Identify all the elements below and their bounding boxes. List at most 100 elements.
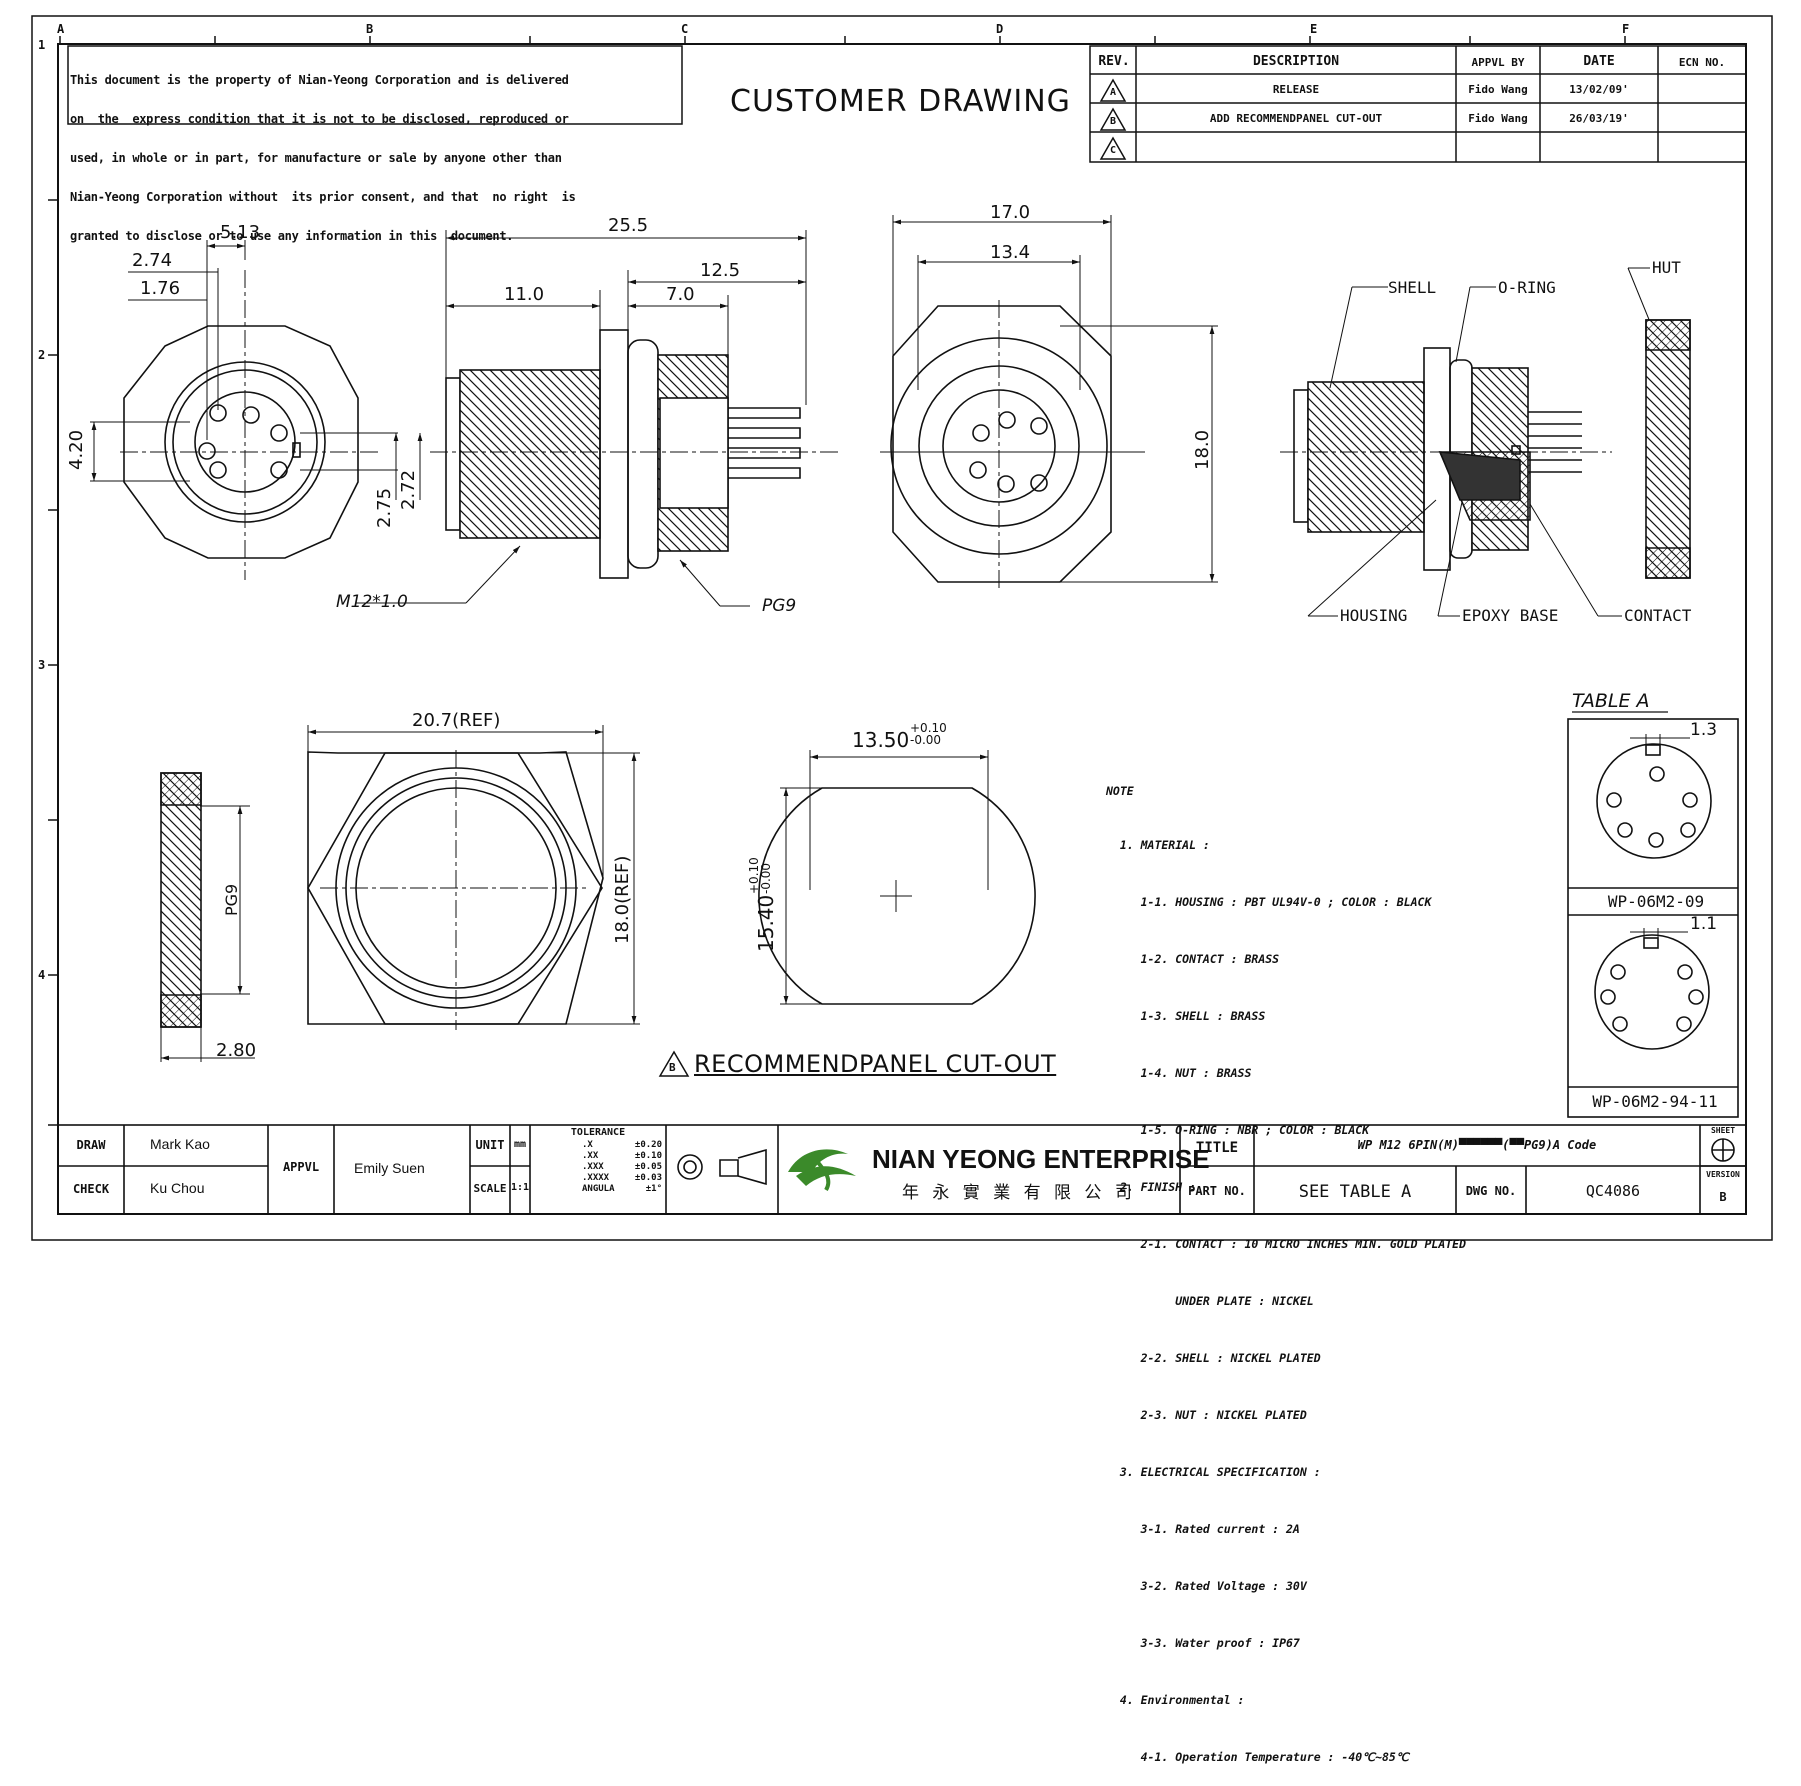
legal-line: on the express condition that it is not … (70, 112, 569, 126)
dim-cutout-height: 15.40+0.10-0.00 (747, 857, 778, 952)
thread-label: M12*1.0 (336, 592, 408, 612)
tolerance-key: .XXXX (582, 1173, 610, 1183)
cutout-view (658, 750, 1036, 1077)
sheet-label: SHEET (1710, 1126, 1736, 1135)
tolerance-key: ANGULA (582, 1184, 615, 1194)
label-housing: HOUSING (1340, 606, 1408, 625)
nut-pg9-label: PG9 (222, 883, 241, 916)
legal-box (67, 45, 683, 125)
dim-rear-18-0: 18.0 (1192, 429, 1213, 470)
rev-header-appvl: APPVL BY (1471, 56, 1525, 69)
tolerance-key: .X (582, 1140, 593, 1150)
grid-column-c: C (681, 22, 689, 36)
note-line: 4-1. Operation Temperature : -40℃~85℃ (1106, 1750, 1409, 1764)
rear-view (880, 215, 1218, 590)
label-epoxy: EPOXY BASE (1462, 606, 1559, 625)
tolerance-value: ±0.03 (634, 1173, 662, 1183)
dim-front-2-75: 2.75 (374, 487, 395, 528)
dim-rear-13-4: 13.4 (990, 242, 1031, 263)
rev-header-date: DATE (1583, 54, 1615, 69)
nut-side-view (160, 772, 255, 1062)
draw-label: DRAW (76, 1138, 106, 1152)
note-line: 1-1. HOUSING : PBT UL94V-0 ; COLOR : BLA… (1106, 895, 1432, 909)
tolerance-row: ANGULA ±1° (582, 1184, 662, 1195)
legal-notice: This document is the property of Nian-Ye… (70, 48, 576, 256)
grid-column-d: D (996, 22, 1004, 36)
cutout-rev-mark: B (669, 1061, 676, 1074)
table-a-dim: 1.3 (1690, 720, 1718, 740)
grid-column-b: B (366, 22, 374, 36)
unit-label: UNIT (475, 1138, 505, 1152)
dim-side-25-5: 25.5 (608, 215, 649, 236)
legal-line: Nian-Yeong Corporation without its prior… (70, 190, 576, 204)
notes-heading: NOTE (1106, 784, 1134, 798)
company-logo (788, 1149, 856, 1192)
table-a-title: TABLE A (1572, 690, 1650, 712)
rev-appvl: Fido Wang (1468, 112, 1528, 125)
draw-value: Mark Kao (150, 1136, 210, 1152)
note-line: 1-5. O-RING : NBR ; COLOR : BLACK (1106, 1123, 1370, 1137)
tolerance-value: ±0.05 (634, 1162, 662, 1172)
rev-mark: C (1109, 145, 1117, 156)
check-label: CHECK (72, 1182, 110, 1196)
grid-row-1: 1 (38, 38, 46, 52)
rev-description: RELEASE (1272, 83, 1320, 96)
tolerance-key: .XXX (582, 1162, 604, 1172)
company-name-en: NIAN YEONG ENTERPRISE (872, 1144, 1210, 1174)
grid-row-4: 4 (38, 968, 46, 982)
note-line: 4. Environmental : (1106, 1693, 1245, 1707)
table-a-part: WP-06M2-94-11 (1592, 1092, 1718, 1111)
part-value: SEE TABLE A (1298, 1182, 1412, 1202)
label-contact: CONTACT (1624, 606, 1692, 625)
tolerance-value: ±0.20 (634, 1140, 662, 1150)
dim-front-1-76: 1.76 (140, 278, 181, 299)
revision-table (1089, 45, 1747, 163)
note-line: UNDER PLATE : NICKEL (1106, 1294, 1314, 1308)
note-line: 1. MATERIAL : (1106, 838, 1210, 852)
outer-border (31, 15, 1773, 1241)
dim-side-11-0: 11.0 (504, 284, 545, 305)
dim-cutout-width-tol-plus: +0.10 (910, 721, 947, 735)
notes-list: 1. MATERIAL : 1-1. HOUSING : PBT UL94V-0… (1106, 798, 1466, 1786)
grid-row-2: 2 (38, 348, 46, 362)
dim-cutout-width-base: 13.50 (852, 728, 910, 752)
dim-nut-18-0: 18.0(REF) (612, 855, 633, 944)
dim-nut-2-80: 2.80 (216, 1040, 257, 1061)
tolerance-value: ±0.10 (634, 1151, 662, 1161)
unit-value: mm (513, 1139, 527, 1150)
note-line: 1-3. SHELL : BRASS (1106, 1009, 1266, 1023)
dim-side-7-0: 7.0 (666, 284, 695, 305)
tolerance-value: ±1° (645, 1184, 662, 1194)
rev-mark: B (1109, 116, 1117, 127)
note-line: 2-2. SHELL : NICKEL PLATED (1106, 1351, 1321, 1365)
legal-line: used, in whole or in part, for manufactu… (70, 151, 562, 165)
legal-line: This document is the property of Nian-Ye… (70, 73, 569, 87)
tolerance-row: .XXXX ±0.03 (582, 1173, 662, 1184)
dim-front-2-74: 2.74 (132, 250, 173, 271)
dim-front-2-72: 2.72 (398, 469, 419, 510)
part-label: PART NO. (1188, 1184, 1246, 1198)
note-line: 3-3. Water proof : IP67 (1106, 1636, 1300, 1650)
rev-header-ecn: ECN NO. (1678, 56, 1726, 69)
drawing-title: CUSTOMER DRAWING (730, 84, 1071, 119)
rev-description: ADD RECOMMENDPANEL CUT-OUT (1209, 112, 1383, 125)
scale-label: SCALE (473, 1182, 507, 1195)
rev-appvl: Fido Wang (1468, 83, 1528, 96)
tolerance-key: .XX (582, 1151, 599, 1161)
note-line: 1-4. NUT : BRASS (1106, 1066, 1252, 1080)
side-view (356, 230, 840, 607)
note-line: 3-1. Rated current : 2A (1106, 1522, 1300, 1536)
appvl-label: APPVL (282, 1160, 320, 1174)
grid-column-f: F (1622, 22, 1630, 36)
label-oring: O-RING (1498, 278, 1556, 297)
rev-date: 13/02/09' (1569, 83, 1629, 96)
version-value: B (1719, 1190, 1727, 1204)
legal-line: granted to disclose or to use any inform… (70, 229, 514, 243)
dim-rear-17-0: 17.0 (990, 202, 1031, 223)
rev-date: 26/03/19' (1569, 112, 1629, 125)
dim-cutout-height-base: 15.40 (754, 894, 778, 952)
note-line: 3. ELECTRICAL SPECIFICATION : (1106, 1465, 1321, 1479)
rev-triangles (1099, 78, 1127, 160)
note-line: 2-1. CONTACT : 10 MICRO INCHES MIN. GOLD… (1106, 1237, 1467, 1251)
title-label: TITLE (1195, 1140, 1239, 1156)
